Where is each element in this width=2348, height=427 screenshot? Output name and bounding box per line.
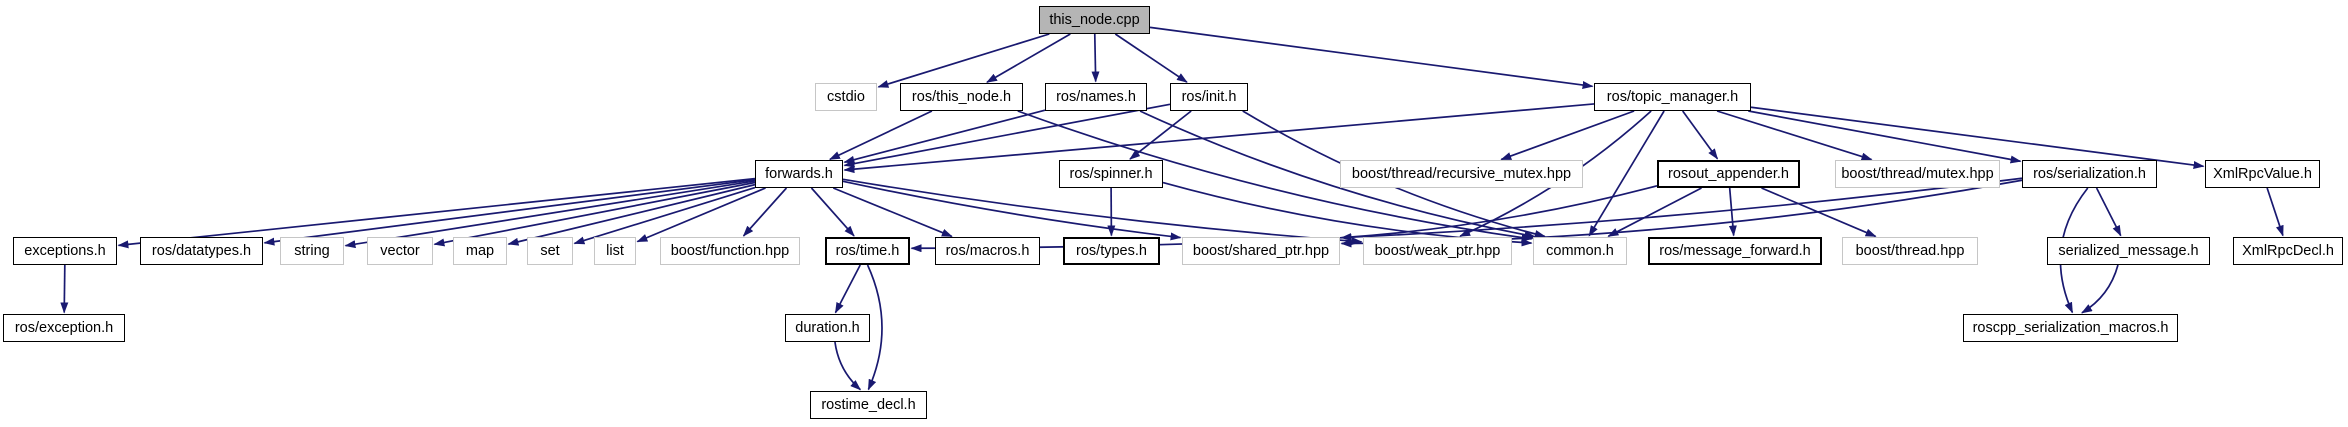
edge-rosout_appender_h-to-shared_ptr <box>1340 184 1658 242</box>
edge-ros_names_h-to-forwards_h <box>843 109 1046 164</box>
graph-node-ros_exception_h[interactable]: ros/exception.h <box>3 314 125 342</box>
graph-node-exceptions_h[interactable]: exceptions.h <box>13 237 117 265</box>
edge-forwards_h-to-shared_ptr <box>842 180 1182 241</box>
edge-forwards_h-to-ros_macros_h <box>832 187 953 238</box>
graph-node-forwards_h[interactable]: forwards.h <box>755 160 843 188</box>
edge-ros_topic_manager_h-to-common_h <box>1588 110 1665 237</box>
edge-ros_serialization_h-to-serialized_message_h <box>2095 187 2122 237</box>
edge-ros_this_node_h-to-common_h <box>1017 110 1533 242</box>
graph-node-duration_h[interactable]: duration.h <box>785 314 870 342</box>
edge-forwards_h-to-list <box>636 187 766 243</box>
graph-node-rosout_appender_h[interactable]: rosout_appender.h <box>1657 160 1800 188</box>
graph-node-ros_spinner_h[interactable]: ros/spinner.h <box>1059 160 1163 188</box>
graph-node-ros_topic_manager_h[interactable]: ros/topic_manager.h <box>1594 83 1751 111</box>
graph-node-ros_datatypes_h[interactable]: ros/datatypes.h <box>140 237 263 265</box>
edge-this_node_cpp-to-ros_names_h <box>1091 33 1100 83</box>
graph-node-ros_serialization_h[interactable]: ros/serialization.h <box>2022 160 2157 188</box>
edge-ros_spinner_h-to-common_h <box>1162 181 1533 247</box>
edge-forwards_h-to-ros_datatypes_h <box>263 178 756 246</box>
edge-ros_topic_manager_h-to-xmlrpcvalue_h <box>1750 106 2205 169</box>
edge-ros_topic_manager_h-to-forwards_h <box>843 103 1595 174</box>
edge-forwards_h-to-map <box>507 183 756 246</box>
edge-xmlrpcvalue_h-to-xmlrpcdecl_h <box>2266 187 2284 237</box>
graph-node-xmlrpcdecl_h[interactable]: XmlRpcDecl.h <box>2233 237 2343 265</box>
edge-ros_topic_manager_h-to-ros_serialization_h <box>1748 110 2022 164</box>
edge-ros_this_node_h-to-forwards_h <box>828 110 933 161</box>
graph-node-thread_mutex: boost/thread/mutex.hpp <box>1835 160 2000 188</box>
edge-this_node_cpp-to-ros_init_h <box>1114 33 1188 83</box>
graph-node-ros_init_h[interactable]: ros/init.h <box>1170 83 1248 111</box>
edge-ros_time_h-to-duration_h <box>834 264 861 314</box>
graph-node-this_node_cpp[interactable]: this_node.cpp <box>1039 6 1150 34</box>
graph-node-ros_types_h[interactable]: ros/types.h <box>1063 237 1160 265</box>
graph-node-serialized_message_h[interactable]: serialized_message.h <box>2047 237 2210 265</box>
edge-forwards_h-to-vector <box>433 181 756 247</box>
graph-node-shared_ptr: boost/shared_ptr.hpp <box>1182 237 1340 265</box>
edge-forwards_h-to-weak_ptr <box>842 178 1363 246</box>
graph-node-vector: vector <box>367 237 433 265</box>
edge-ros_topic_manager_h-to-rosout_appender_h <box>1681 110 1719 160</box>
graph-node-xmlrpcvalue_h[interactable]: XmlRpcValue.h <box>2205 160 2320 188</box>
graph-node-set: set <box>527 237 573 265</box>
graph-node-recursive_mutex: boost/thread/recursive_mutex.hpp <box>1340 160 1583 188</box>
edge-ros_topic_manager_h-to-thread_mutex <box>1716 110 1873 161</box>
graph-node-ros_time_h[interactable]: ros/time.h <box>825 237 910 265</box>
graph-node-roscpp_serialization_macros_h[interactable]: roscpp_serialization_macros.h <box>1963 314 2178 342</box>
graph-node-ros_message_forward_h[interactable]: ros/message_forward.h <box>1648 237 1822 265</box>
edge-forwards_h-to-set <box>573 186 756 245</box>
graph-node-list: list <box>594 237 636 265</box>
edge-ros_init_h-to-ros_spinner_h <box>1129 110 1192 160</box>
edge-ros_time_h-to-rostime_decl_h <box>866 264 883 391</box>
graph-node-map: map <box>453 237 507 265</box>
graph-node-ros_names_h[interactable]: ros/names.h <box>1045 83 1147 111</box>
edge-ros_topic_manager_h-to-recursive_mutex <box>1500 110 1635 161</box>
graph-node-boost_thread: boost/thread.hpp <box>1842 237 1978 265</box>
graph-node-cstdio: cstdio <box>815 83 877 111</box>
edge-forwards_h-to-exceptions_h <box>117 177 756 249</box>
edge-serialized_message_h-to-roscpp_serialization_macros_h <box>2081 264 2119 314</box>
graph-node-rostime_decl_h[interactable]: rostime_decl.h <box>810 391 927 419</box>
edge-rosout_appender_h-to-common_h <box>1607 187 1702 238</box>
edge-exceptions_h-to-ros_exception_h <box>60 264 69 314</box>
graph-node-common_h: common.h <box>1533 237 1627 265</box>
edge-this_node_cpp-to-ros_topic_manager_h <box>1149 26 1594 89</box>
edge-rosout_appender_h-to-ros_message_forward_h <box>1728 187 1737 237</box>
graph-node-weak_ptr: boost/weak_ptr.hpp <box>1363 237 1512 265</box>
graph-node-ros_macros_h[interactable]: ros/macros.h <box>935 237 1040 265</box>
graph-node-ros_this_node_h[interactable]: ros/this_node.h <box>900 83 1023 111</box>
edge-ros_names_h-to-common_h <box>1139 110 1536 239</box>
edge-forwards_h-to-string <box>344 180 756 249</box>
edge-forwards_h-to-boost_function <box>742 187 788 237</box>
edge-ros_init_h-to-forwards_h <box>843 103 1171 168</box>
edge-this_node_cpp-to-ros_this_node_h <box>986 33 1071 83</box>
edge-this_node_cpp-to-cstdio <box>877 33 1050 88</box>
graph-node-boost_function: boost/function.hpp <box>660 237 800 265</box>
edge-forwards_h-to-ros_time_h <box>810 187 855 237</box>
graph-node-string: string <box>280 237 344 265</box>
edge-duration_h-to-rostime_decl_h <box>834 341 862 391</box>
